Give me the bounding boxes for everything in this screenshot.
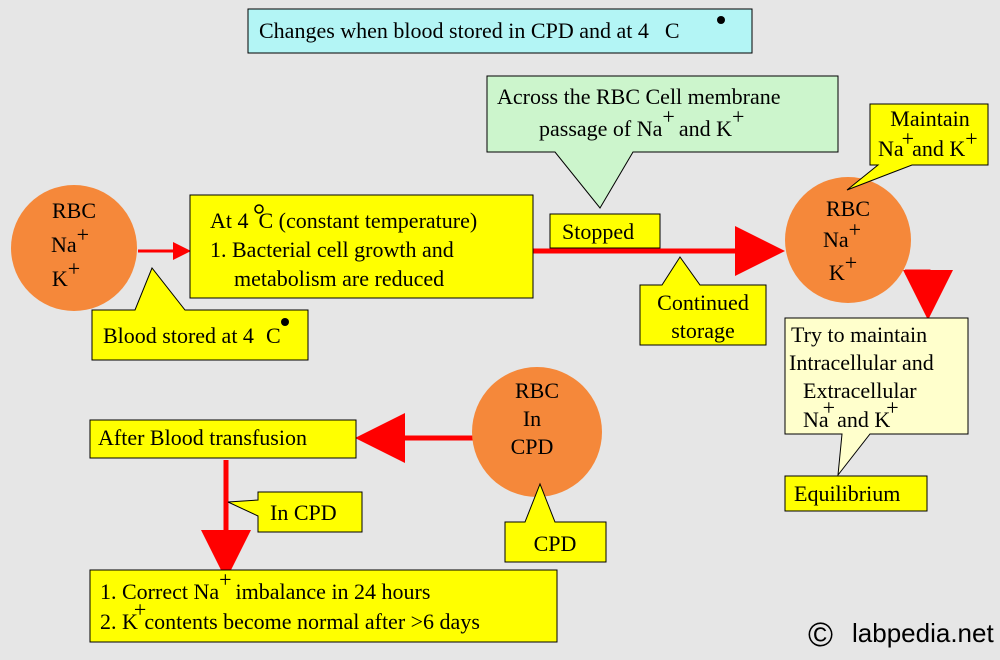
circle-right-k: K: [829, 260, 845, 285]
box-4c-line1b: C (constant temperature): [259, 208, 478, 233]
maintain-sup2: +: [965, 126, 977, 151]
continued-line1: Continued: [657, 290, 749, 315]
title-box: Changes when blood stored in CPD and at …: [247, 8, 753, 54]
box-result: 1. Correct Na+imbalance in 24 hours 2. K…: [89, 567, 558, 643]
membrane-line2a: passage of Na: [539, 116, 663, 141]
result-line2b: contents become normal after >6 days: [144, 609, 480, 634]
circle-cpd-rbc: RBC: [515, 378, 559, 403]
degree-dot-stored: [281, 318, 289, 326]
box-4c-constant: At 4 C (constant temperature) 1. Bacteria…: [189, 194, 534, 299]
try-line3: Extracellular: [803, 378, 917, 403]
circle-left-na: Na: [51, 232, 77, 257]
rbc-circle-left: RBC Na+ K+: [11, 185, 137, 311]
circle-right-rbc: RBC: [826, 196, 870, 221]
try-line1: Try to maintain: [791, 322, 927, 347]
callout-maintain: Maintain Na+and K+: [846, 103, 989, 191]
svg-text:K+: K+: [52, 256, 80, 291]
degree-ring-box4c: [254, 204, 264, 214]
maintain-na: Na: [878, 136, 904, 161]
membrane-sup2: +: [732, 104, 744, 129]
svg-text:2. K+contents become normal af: 2. K+contents become normal after >6 day…: [100, 597, 480, 634]
maintain-line1: Maintain: [890, 106, 969, 131]
try-sup2: +: [886, 395, 898, 420]
result-line1a: 1. Correct Na: [100, 579, 219, 604]
box-4c-line1a: At 4: [210, 208, 249, 233]
callout-membrane: Across the RBC Cell membrane passage of …: [486, 75, 839, 209]
svg-text:K+: K+: [829, 250, 857, 285]
callout-try-maintain: Try to maintain Intracellular and Extrac…: [784, 317, 969, 477]
watermark-text: labpedia.net: [852, 618, 994, 648]
box-stopped: Stopped: [549, 213, 661, 249]
callout-continued-storage: Continued storage: [639, 256, 767, 346]
svg-text:Na+and K+: Na+and K+: [878, 126, 978, 161]
svg-text:At 4C (constant temperature): At 4 C (constant temperature): [210, 208, 477, 233]
rbc-circle-right: RBC Na+ K+: [785, 177, 911, 303]
stored-text: Blood stored at 4: [103, 323, 254, 348]
cpd-text: CPD: [534, 531, 577, 556]
circle-cpd-in: In: [523, 406, 541, 431]
title-text-c: C: [665, 18, 680, 43]
membrane-line2b: and K: [679, 116, 732, 141]
membrane-sup1: +: [662, 104, 674, 129]
circle-right-na: Na: [823, 227, 849, 252]
circle-left-k: K: [52, 266, 68, 291]
title-text: Changes when blood stored in CPD and at …: [259, 18, 649, 43]
membrane-line1: Across the RBC Cell membrane: [497, 84, 781, 109]
stored-text-c: C: [266, 323, 281, 348]
svg-text:passage of Na+and K+: passage of Na+and K+: [539, 104, 744, 141]
try-na: Na: [803, 407, 829, 432]
callout-blood-stored: Blood stored at 4 C: [91, 267, 309, 361]
svg-text:Blood stored at 4C: Blood stored at 4 C: [103, 323, 281, 348]
maintain-line2b: and K: [912, 136, 965, 161]
result-sup2: +: [134, 597, 146, 622]
result-line2a: 2. K: [100, 609, 138, 634]
degree-dot: [717, 16, 725, 24]
svg-text:1. Correct Na+imbalance in 24: 1. Correct Na+imbalance in 24 hours: [100, 567, 430, 604]
circle-left-k-sup: +: [68, 256, 80, 281]
svg-text:Na+: Na+: [51, 222, 89, 257]
equilibrium-text: Equilibrium: [794, 481, 900, 506]
svg-text:Na+: Na+: [823, 217, 861, 252]
flow-arrows: [138, 226, 953, 580]
stopped-text: Stopped: [562, 219, 634, 244]
box-4c-line3: metabolism are reduced: [234, 266, 444, 291]
circle-right-k-sup: +: [845, 250, 857, 275]
box-equilibrium: Equilibrium: [784, 475, 928, 512]
after-transfusion-text: After Blood transfusion: [98, 425, 307, 450]
try-sup1: +: [823, 395, 835, 420]
maintain-sup1: +: [902, 126, 914, 151]
copyright-icon: ©: [808, 616, 833, 654]
rbc-circle-cpd: RBC In CPD: [472, 367, 602, 497]
circle-left-rbc: RBC: [52, 198, 96, 223]
svg-text:Na+and K+: Na+and K+: [803, 395, 899, 432]
continued-line2: storage: [671, 318, 735, 343]
circle-left-na-sup: +: [77, 222, 89, 247]
box-after-transfusion: After Blood transfusion: [89, 419, 357, 459]
try-line2: Intracellular and: [789, 350, 934, 375]
circle-right-na-sup: +: [849, 217, 861, 242]
result-line1b: imbalance in 24 hours: [236, 579, 431, 604]
in-cpd-text: In CPD: [270, 500, 337, 525]
svg-text:Changes when blood stored in C: Changes when blood stored in CPD and at …: [259, 18, 680, 43]
result-sup1: +: [219, 567, 231, 592]
arrow-to-equilibrium: [903, 269, 953, 320]
callout-in-cpd: In CPD: [227, 491, 363, 533]
try-line4b: and K: [837, 407, 890, 432]
circle-cpd-cpd: CPD: [511, 434, 554, 459]
box-4c-line2: 1. Bacterial cell growth and: [210, 237, 454, 262]
watermark: © labpedia.net: [808, 616, 994, 654]
callout-cpd: CPD: [504, 482, 607, 563]
